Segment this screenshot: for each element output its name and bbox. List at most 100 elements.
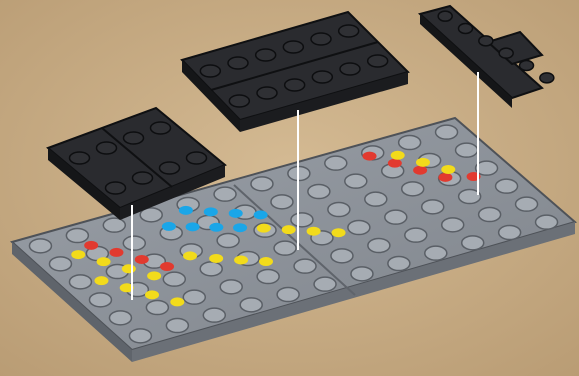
stud <box>133 172 153 184</box>
yellow-marker <box>170 297 184 306</box>
blue-marker <box>186 222 200 231</box>
red-marker <box>388 159 402 168</box>
stud <box>228 57 248 69</box>
stud <box>146 301 168 315</box>
stud <box>283 41 303 53</box>
stud <box>123 236 145 250</box>
stud <box>220 280 242 294</box>
yellow-marker <box>416 158 430 167</box>
stud <box>257 87 277 99</box>
yellow-marker <box>147 271 161 280</box>
stud <box>274 241 296 255</box>
stud <box>240 298 262 312</box>
yellow-marker <box>94 276 108 285</box>
stud <box>479 208 501 222</box>
stud <box>436 125 458 139</box>
red-marker <box>438 173 452 182</box>
stud <box>271 195 293 209</box>
stud <box>345 174 367 188</box>
red-marker <box>363 152 377 161</box>
stud <box>388 257 410 271</box>
stud <box>294 259 316 273</box>
stud <box>368 239 390 253</box>
stud <box>385 210 407 224</box>
stud <box>540 73 554 83</box>
blue-marker <box>254 210 268 219</box>
stud <box>187 152 207 164</box>
stud <box>339 25 359 37</box>
stud <box>438 11 452 21</box>
stud <box>499 226 521 240</box>
stud <box>151 122 171 134</box>
stud <box>214 187 236 201</box>
stud <box>479 36 493 46</box>
red-marker <box>160 262 174 271</box>
blue-marker <box>209 223 223 232</box>
stud <box>183 290 205 304</box>
stud <box>368 55 388 67</box>
stud <box>459 24 473 34</box>
stud <box>402 182 424 196</box>
stud <box>124 132 144 144</box>
stud <box>331 249 353 263</box>
yellow-marker <box>332 228 346 237</box>
yellow-marker <box>257 224 271 233</box>
stud <box>103 218 125 232</box>
yellow-marker <box>307 227 321 236</box>
stud <box>29 239 51 253</box>
stud <box>314 277 336 291</box>
stud <box>311 33 331 45</box>
stud <box>422 200 444 214</box>
yellow-marker <box>122 264 136 273</box>
stud <box>160 162 180 174</box>
red-marker <box>135 255 149 264</box>
stud <box>462 236 484 250</box>
stud <box>456 143 478 157</box>
yellow-marker <box>282 225 296 234</box>
stud <box>97 142 117 154</box>
stud <box>308 185 330 199</box>
yellow-marker <box>97 257 111 266</box>
stud <box>217 234 239 248</box>
stud <box>200 262 222 276</box>
stud <box>325 156 347 170</box>
yellow-marker <box>145 290 159 299</box>
stud <box>89 293 111 307</box>
stud <box>69 275 91 289</box>
stud <box>251 177 273 191</box>
stud <box>129 329 151 343</box>
stud <box>257 270 279 284</box>
red-marker <box>413 166 427 175</box>
yellow-marker <box>259 257 273 266</box>
stud <box>49 257 71 271</box>
stud <box>291 213 313 227</box>
blue-marker <box>233 223 247 232</box>
stud <box>277 288 299 302</box>
yellow-marker <box>183 251 197 260</box>
stud <box>166 319 188 333</box>
stud <box>285 79 305 91</box>
stud <box>312 71 332 83</box>
stud <box>66 229 88 243</box>
stud <box>399 136 421 150</box>
stud <box>425 246 447 260</box>
stud <box>405 228 427 242</box>
red-marker <box>109 248 123 257</box>
stud <box>106 182 126 194</box>
stud <box>256 49 276 61</box>
blue-marker <box>162 222 176 231</box>
stud <box>365 192 387 206</box>
yellow-marker <box>71 250 85 259</box>
stud <box>351 267 373 281</box>
stud <box>229 95 249 107</box>
blue-marker <box>204 207 218 216</box>
stud <box>340 63 360 75</box>
yellow-marker <box>209 254 223 263</box>
stud <box>200 65 220 77</box>
blue-marker <box>179 206 193 215</box>
stud <box>496 179 518 193</box>
stud <box>348 221 370 235</box>
yellow-marker <box>234 256 248 265</box>
blue-marker <box>229 209 243 218</box>
